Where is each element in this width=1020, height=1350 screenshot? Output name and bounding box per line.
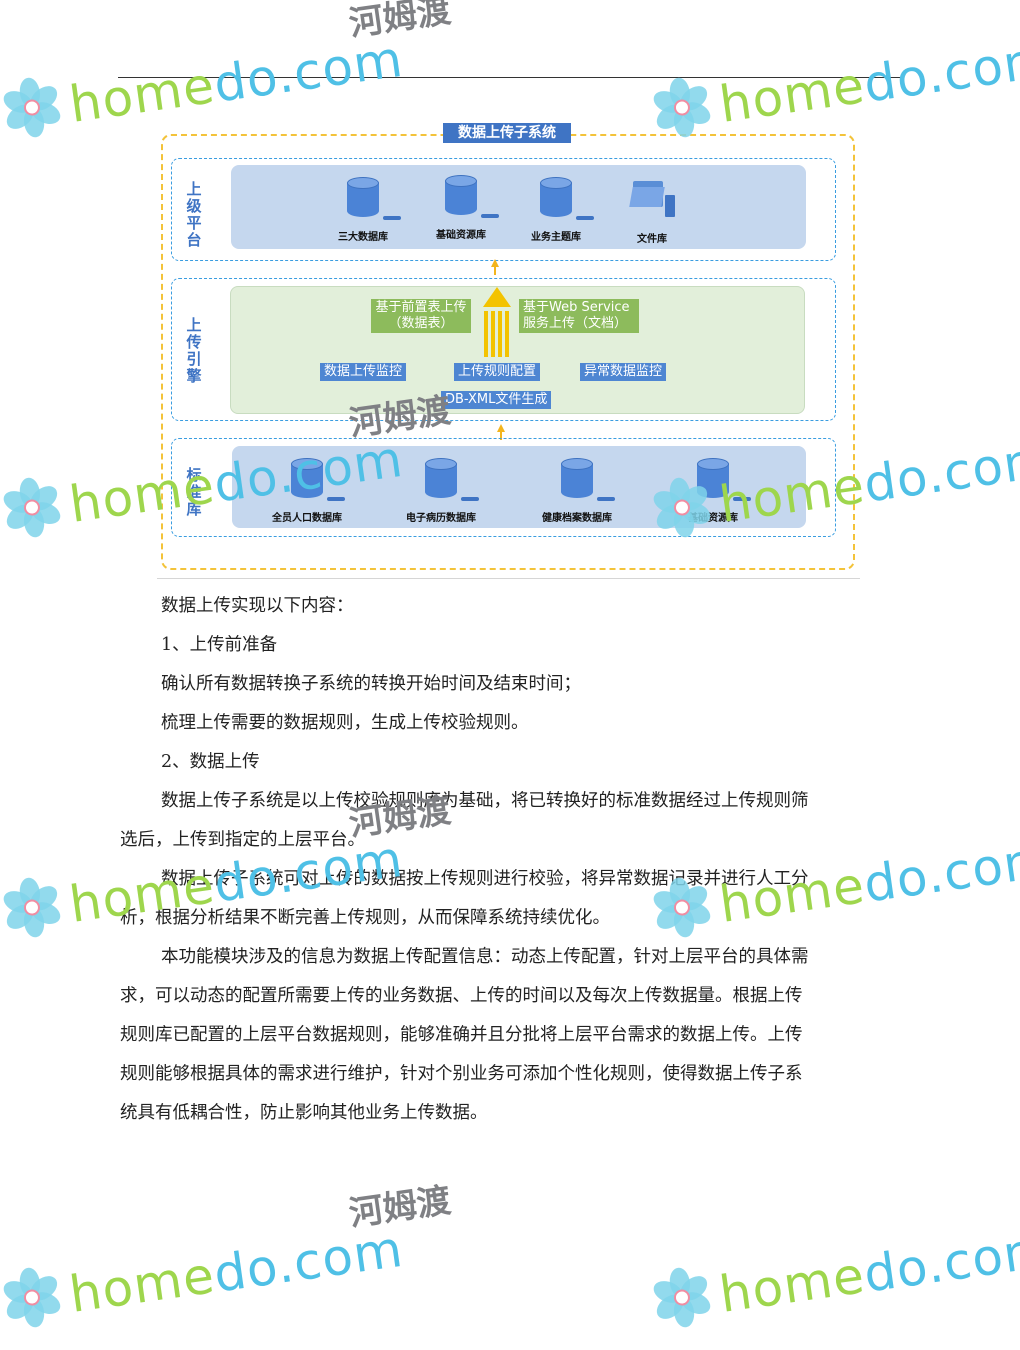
table-upload-label: 基于前置表上传 （数据表） bbox=[375, 300, 467, 331]
body-line: 求，可以动态的配置所需要上传的业务数据、上传的时间以及每次上传数据量。根据上传 bbox=[120, 986, 803, 1006]
arrow-stripe bbox=[505, 311, 509, 357]
section-heading-2: 2、数据上传 bbox=[161, 752, 260, 772]
database-icon bbox=[347, 177, 401, 220]
webservice-upload-label: 基于Web Service 服务上传（文档） bbox=[523, 300, 630, 331]
watermark-brand: homedo.com bbox=[715, 1219, 1020, 1324]
diagram-title: 数据上传子系统 bbox=[443, 123, 571, 143]
database-label: 全员人口数据库 bbox=[272, 513, 342, 524]
standard-panel: 全员人口数据库 电子病历数据库 健康档案数据库 基础资源库 bbox=[232, 446, 806, 528]
layer-label-standard: 标准库 bbox=[186, 466, 202, 518]
body-line: 确认所有数据转换子系统的转换开始时间及结束时间； bbox=[161, 674, 581, 694]
layer-label-upper: 上级平台 bbox=[186, 180, 202, 249]
body-line: 统具有低耦合性，防止影响其他业务上传数据。 bbox=[120, 1103, 488, 1123]
database-icon bbox=[561, 458, 615, 501]
body-line: 数据上传子系统是以上传校验规则库为基础，将已转换好的标准数据经过上传规则筛 bbox=[161, 791, 809, 811]
database-item: 电子病历数据库 bbox=[386, 458, 496, 524]
database-item: 基础资源库 bbox=[406, 175, 516, 241]
watermark-cn: 河姆渡 bbox=[346, 1180, 454, 1235]
database-icon bbox=[697, 458, 751, 501]
webservice-upload-box: 基于Web Service 服务上传（文档） bbox=[519, 299, 639, 333]
body-line: 梳理上传需要的数据规则，生成上传校验规则。 bbox=[161, 713, 529, 733]
watermark-brand: homedo.com bbox=[65, 1219, 407, 1324]
database-label: 三大数据库 bbox=[338, 232, 388, 243]
up-arrow-stem bbox=[500, 430, 502, 440]
flower-logo-icon bbox=[646, 1261, 718, 1333]
upper-panel: 三大数据库 基础资源库 业务主题库 文件库 bbox=[231, 165, 806, 249]
up-arrow-icon bbox=[491, 259, 499, 267]
database-item: 健康档案数据库 bbox=[522, 458, 632, 524]
file-store-item: 文件库 bbox=[597, 177, 707, 245]
up-arrow-icon bbox=[497, 424, 505, 432]
upload-monitor-box: 数据上传监控 bbox=[320, 363, 407, 381]
database-label: 健康档案数据库 bbox=[542, 513, 612, 524]
database-label: 文件库 bbox=[637, 234, 667, 245]
rule-config-box: 上传规则配置 bbox=[454, 363, 541, 381]
table-upload-box: 基于前置表上传 （数据表） bbox=[371, 299, 471, 333]
body-line: 规则能够根据具体的需求进行维护，针对个别业务可添加个性化规则，使得数据上传子系 bbox=[120, 1064, 803, 1084]
layer-upper-platform: 上级平台 三大数据库 基础资源库 业务主题库 文件库 bbox=[171, 158, 836, 261]
intro-line: 数据上传实现以下内容： bbox=[161, 596, 354, 616]
header-rule bbox=[118, 77, 902, 78]
watermark-cn: 河姆渡 bbox=[346, 0, 454, 45]
database-label: 电子病历数据库 bbox=[406, 513, 476, 524]
arrow-stripe bbox=[498, 311, 502, 357]
layer-label-engine: 上传引擎 bbox=[186, 316, 202, 385]
folder-icon bbox=[629, 177, 675, 219]
layer-upload-engine: 上传引擎 基于前置表上传 （数据表） 基于Web Service 服务上传（文档… bbox=[171, 278, 836, 421]
body-line: 析，根据分析结果不断完善上传规则，从而保障系统持续优化。 bbox=[120, 908, 610, 928]
database-label: 业务主题库 bbox=[531, 232, 581, 243]
xml-generation-box: DB-XML文件生成 bbox=[441, 391, 552, 409]
upload-arrow-icon bbox=[483, 287, 511, 307]
system-diagram: 数据上传子系统 上级平台 三大数据库 基础资源库 业务主题库 文件库 bbox=[157, 118, 860, 579]
exception-monitor-box: 异常数据监控 bbox=[580, 363, 667, 381]
arrow-stripe bbox=[484, 311, 488, 357]
database-icon bbox=[540, 177, 594, 220]
body-line: 规则库已配置的上层平台数据规则，能够准确并且分批将上层平台需求的数据上传。上传 bbox=[120, 1025, 803, 1045]
watermark: homedo.com bbox=[643, 1184, 1020, 1350]
body-line: 本功能模块涉及的信息为数据上传配置信息：动态上传配置，针对上层平台的具体需 bbox=[161, 947, 809, 967]
database-icon bbox=[291, 458, 345, 501]
layer-standard-db: 标准库 全员人口数据库 电子病历数据库 健康档案数据库 基础资源库 bbox=[171, 438, 836, 537]
watermark: homedo.com 河姆渡 bbox=[0, 1181, 482, 1350]
database-item: 基础资源库 bbox=[658, 458, 768, 524]
flower-logo-icon bbox=[0, 71, 68, 143]
up-arrow-stem bbox=[494, 265, 496, 275]
database-icon bbox=[425, 458, 479, 501]
engine-panel: 基于前置表上传 （数据表） 基于Web Service 服务上传（文档） 数据上… bbox=[230, 286, 805, 414]
database-label: 基础资源库 bbox=[688, 513, 738, 524]
section-heading-1: 1、上传前准备 bbox=[161, 635, 278, 655]
database-item: 业务主题库 bbox=[501, 177, 611, 243]
flower-logo-icon bbox=[0, 871, 68, 943]
database-label: 基础资源库 bbox=[436, 230, 486, 241]
database-item: 三大数据库 bbox=[308, 177, 418, 243]
flower-logo-icon bbox=[0, 1261, 68, 1333]
flower-logo-icon bbox=[0, 471, 68, 543]
body-line: 数据上传子系统可对上传的数据按上传规则进行校验，将异常数据记录并进行人工分 bbox=[161, 869, 809, 889]
arrow-stripe bbox=[491, 311, 495, 357]
database-icon bbox=[445, 175, 499, 218]
database-item: 全员人口数据库 bbox=[252, 458, 362, 524]
body-line: 选后，上传到指定的上层平台。 bbox=[120, 830, 365, 850]
